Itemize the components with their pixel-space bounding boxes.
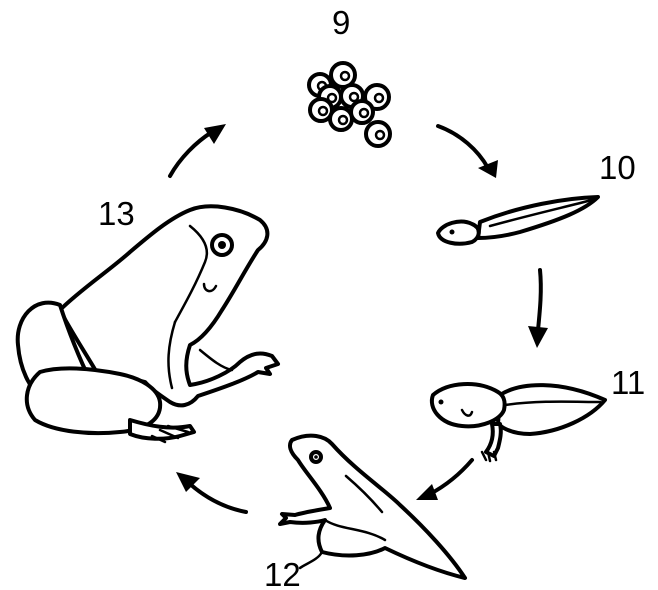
arrow-adult-to-eggs — [170, 124, 226, 176]
froglet — [280, 436, 465, 578]
egg — [351, 101, 373, 123]
tadpole — [438, 197, 598, 244]
arrow-legs-to-froglet — [416, 460, 472, 500]
arrow-eggs-to-tadpole — [438, 126, 498, 178]
egg-cluster — [309, 63, 390, 146]
egg — [330, 108, 352, 130]
adult-frog — [18, 206, 278, 442]
stage-label-adult-frog: 13 — [98, 195, 135, 232]
tadpole-with-legs — [432, 384, 605, 461]
arrow-tadpole-to-legs — [528, 270, 548, 348]
arrow-froglet-to-adult — [176, 472, 246, 512]
egg — [366, 122, 390, 146]
stage-label-tadpole: 10 — [599, 149, 636, 186]
stage-label-froglet: 12 — [264, 556, 301, 590]
stage-label-eggs: 9 — [332, 4, 350, 41]
stage-label-tadpole-with-legs: 11 — [611, 364, 645, 401]
